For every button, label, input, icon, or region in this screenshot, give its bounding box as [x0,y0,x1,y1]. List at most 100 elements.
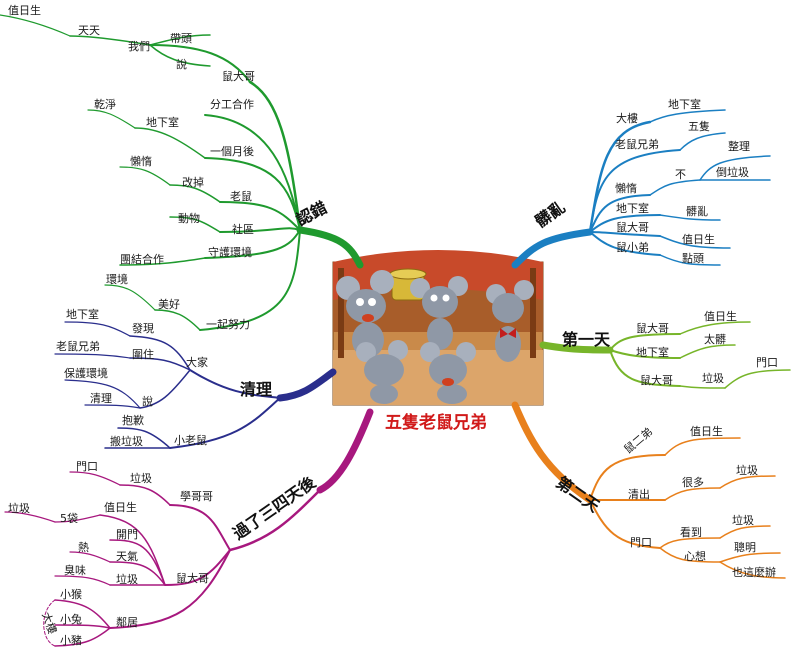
node-label: 動物 [178,211,200,225]
node-label: 天氣 [116,549,138,563]
node-label: 很多 [682,475,704,489]
node-label: 值日生 [704,309,737,323]
node-label: 老鼠 [230,189,252,203]
node-label: 也這麼辦 [732,565,776,579]
node-label: 鼠大哥 [640,373,673,387]
branch-days3-label: 過了三四天後 [229,472,320,544]
node-label: 地下室 [668,97,701,111]
mouse-illustration [356,340,408,404]
node-label: 點頭 [682,252,704,265]
node-label: 垃圾 [732,513,754,527]
node-label: 一個月後 [210,144,254,158]
branch-day1 [539,321,791,389]
mouse-illustration [336,270,394,358]
node-label: 地下室 [636,345,669,359]
node-label: 圍住 [132,347,154,361]
branch-day2 [511,401,786,579]
node-label: 守護環境 [208,245,252,259]
branch-admit [0,14,364,331]
node-label: 搬垃圾 [110,434,143,448]
node-label: 懶惰 [130,154,152,168]
node-label: 垃圾 [130,471,152,485]
node-label: 心想 [684,549,706,563]
branch-day2-trunk [511,401,594,504]
node-label: 鼠大哥 [222,69,255,83]
node-label: 大樓 [39,610,60,635]
branch-mess [511,109,771,269]
node-label: 學哥哥 [180,490,213,503]
node-label: 說 [142,394,153,408]
node-label: 美好 [158,297,180,311]
branch-mess-trunk [511,228,594,269]
node-label: 清理 [90,392,112,405]
node-label: 小老鼠 [174,433,207,447]
mouse-illustration [486,280,534,362]
branch-admit-label: 認錯 [293,198,330,230]
node-label: 垃圾 [736,463,758,477]
branch-clean [54,321,337,449]
node-label: 值日生 [682,232,715,246]
node-label: 值日生 [8,3,41,17]
central-title: 五隻老鼠兄弟 [385,412,487,433]
node-label: 鼠大哥 [636,321,669,335]
node-label: 環境 [106,272,128,286]
node-label: 垃圾 [8,501,30,515]
node-label: 開門 [116,528,138,541]
mouse-illustration [410,276,468,350]
node-label: 鼠大哥 [176,571,209,585]
branch-day1-trunk [539,341,614,354]
node-label: 大家 [186,355,208,369]
node-label: 鼠二弟 [621,424,655,456]
node-label: 值日生 [690,424,723,438]
node-label: 一起努力 [206,317,250,331]
node-label: 五隻 [688,119,710,133]
node-label: 我們 [128,40,150,53]
node-label: 老鼠兄弟 [615,137,659,151]
node-label: 值日生 [104,500,137,514]
mouse-illustration [420,342,476,404]
node-label: 倒垃圾 [716,165,749,179]
node-label: 5袋 [60,511,78,525]
node-label: 門口 [630,536,652,549]
node-label: 鼠小弟 [616,240,649,254]
node-label: 鄰居 [116,615,138,629]
node-label: 社區 [232,222,254,236]
node-label: 門口 [76,460,98,473]
node-label: 鼠大哥 [616,220,649,234]
branch-days3-trunk [316,408,374,494]
node-label: 地下室 [146,115,179,129]
node-label: 清出 [628,487,650,501]
node-label: 大樓 [616,111,638,125]
node-label: 懶惰 [615,181,637,195]
node-label: 小猴 [60,587,82,601]
branch-days3 [4,408,374,647]
node-label: 太髒 [704,333,726,346]
node-label: 臭味 [64,563,86,577]
node-label: 老鼠兄弟 [56,339,100,353]
node-label: 分工合作 [210,97,254,111]
node-label: 抱歉 [122,413,144,427]
branch-mess-label: 髒亂 [531,197,568,231]
node-label: 不 [675,168,686,181]
node-label: 聰明 [734,540,756,554]
node-label: 團結合作 [120,252,164,266]
node-label: 垃圾 [116,572,138,586]
branch-day1-label: 第一天 [562,330,611,349]
node-label: 改掉 [182,175,204,189]
node-label: 熱 [78,541,89,554]
node-label: 小兔 [60,612,82,626]
branch-clean-trunk [276,368,337,402]
node-label: 天天 [78,24,100,37]
branch-day2-label: 第二天 [553,473,604,517]
branch-admit-trunk [296,226,364,269]
node-label: 整理 [728,139,750,153]
node-label: 說 [176,57,187,71]
node-label: 地下室 [616,201,649,215]
node-label: 發現 [132,321,154,335]
node-label: 門口 [756,356,778,369]
node-label: 看到 [680,525,702,539]
central-illustration [332,250,544,406]
node-label: 垃圾 [702,371,724,385]
